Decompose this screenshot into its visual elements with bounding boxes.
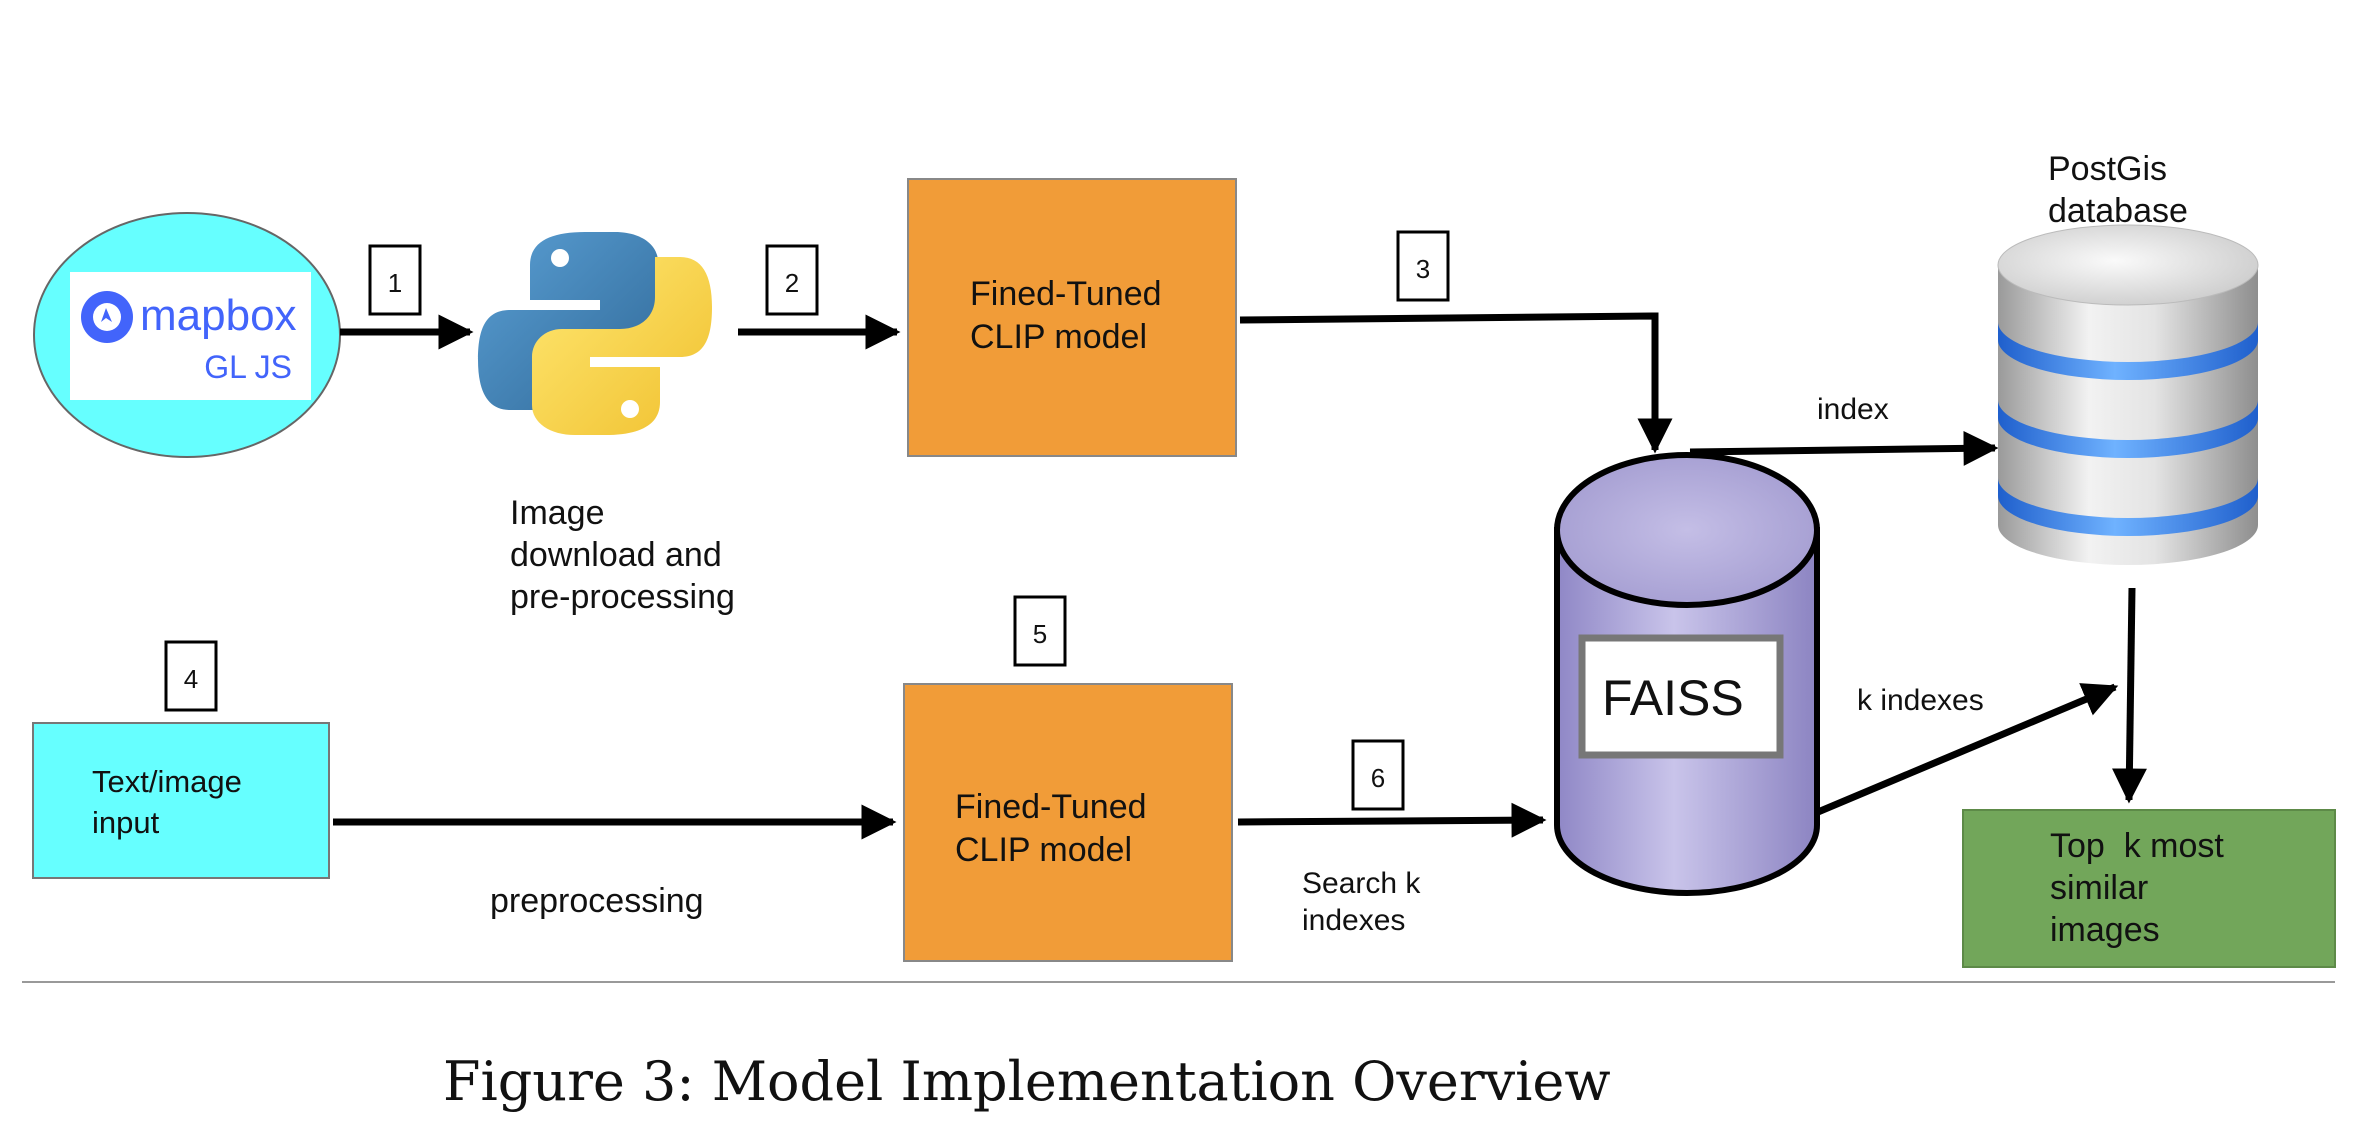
svg-text:PostGis: PostGis — [2048, 150, 2167, 188]
clip-top-line1: Fined-Tuned — [970, 275, 1162, 313]
step-3: 3 — [1396, 230, 1450, 302]
svg-text:Text/image: Text/image — [92, 764, 242, 799]
svg-text:similar: similar — [2050, 869, 2148, 907]
svg-text:download and: download and — [510, 536, 722, 574]
clip-model-top: Fined-Tuned CLIP model — [907, 178, 1237, 457]
arrows — [333, 312, 2147, 840]
step-1: 1 — [368, 244, 422, 316]
svg-text:2: 2 — [785, 268, 799, 298]
svg-text:Top k most: Top k most — [2050, 827, 2224, 865]
mapbox-brand: mapbox — [140, 291, 297, 340]
arrow-faiss-to-postgis-k — [1816, 683, 2119, 816]
svg-text:images: images — [2050, 911, 2160, 949]
preprocessing-label: preprocessing — [490, 882, 704, 920]
step-5: 5 — [1013, 595, 1067, 667]
arrow-clip-to-faiss-search — [1237, 802, 1547, 838]
result-box: Top k most similar images — [1962, 809, 2336, 968]
svg-text:input: input — [92, 805, 160, 840]
faiss-label: FAISS — [1602, 670, 1744, 726]
step-markers: 1 2 3 4 5 6 — [164, 230, 1450, 811]
postgis-database-icon — [1997, 224, 2259, 565]
clip-bottom-line1: Fined-Tuned — [955, 788, 1147, 826]
arrow-faiss-to-postgis — [1689, 430, 1999, 466]
arrow-clip-to-faiss — [1239, 312, 1673, 454]
k-indexes-label: k indexes — [1857, 684, 1984, 717]
faiss-cylinder: FAISS — [1554, 452, 1820, 896]
image-step-label: Image download and pre-processing — [510, 494, 735, 616]
svg-text:database: database — [2048, 192, 2188, 230]
step-4: 4 — [164, 640, 218, 712]
mapbox-sub: GL JS — [204, 349, 292, 385]
text-image-input: Text/image input — [32, 722, 330, 879]
clip-model-bottom: Fined-Tuned CLIP model — [903, 683, 1233, 962]
svg-text:3: 3 — [1416, 254, 1430, 284]
step-2: 2 — [765, 244, 819, 316]
figure-caption: Figure 3: Model Implementation Overview — [443, 1050, 1611, 1113]
arrow-postgis-to-result — [2111, 587, 2147, 804]
clip-top-line2: CLIP model — [970, 318, 1147, 356]
svg-text:1: 1 — [388, 268, 402, 298]
svg-text:5: 5 — [1033, 619, 1047, 649]
step-6: 6 — [1351, 739, 1405, 811]
svg-text:6: 6 — [1371, 763, 1385, 793]
postgis-label: PostGis database — [2048, 150, 2188, 230]
index-label: index — [1817, 393, 1889, 426]
faiss-label-box — [1578, 634, 1784, 759]
svg-text:indexes: indexes — [1302, 904, 1405, 937]
svg-text:4: 4 — [184, 664, 198, 694]
search-k-label: Search k indexes — [1302, 867, 1421, 937]
svg-text:pre-processing: pre-processing — [510, 578, 735, 616]
mapbox-source: mapbox GL JS — [33, 212, 341, 458]
mapbox-icon — [81, 291, 133, 343]
svg-text:Search k: Search k — [1302, 867, 1421, 900]
clip-bottom-line2: CLIP model — [955, 831, 1132, 869]
svg-text:Image: Image — [510, 494, 605, 532]
python-icon — [478, 232, 712, 435]
